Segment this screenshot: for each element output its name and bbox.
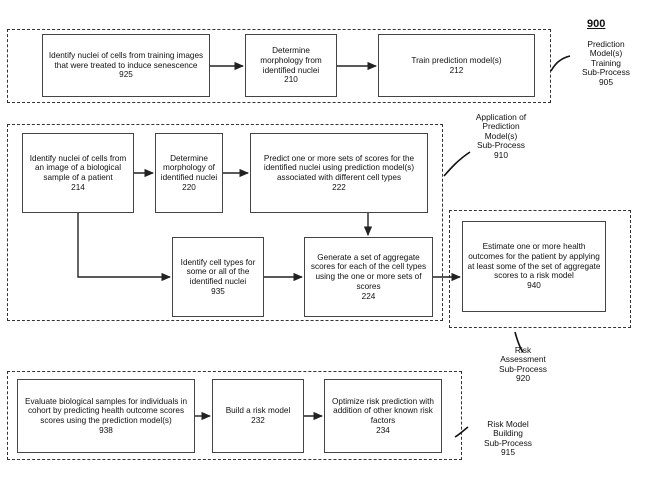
group-risk-assessment [449, 210, 631, 328]
node-222-ref: 222 [332, 182, 346, 192]
group-risk-model-building [7, 371, 462, 460]
node-212-text: Train prediction model(s) [411, 55, 502, 65]
callout-prediction-model-training: Prediction Model(s) Training Sub-Process… [582, 39, 630, 87]
node-935-ref: 935 [211, 286, 225, 296]
node-224[interactable]: Generate a set of aggregate scores for e… [304, 237, 433, 317]
callout-risk-assessment: Risk Assessment Sub-Process 920 [499, 345, 547, 384]
figure-number: 900 [587, 18, 606, 30]
node-214[interactable]: Identify nuclei of cells from an image o… [22, 133, 134, 213]
node-222[interactable]: Predict one or more sets of scores for t… [250, 133, 428, 213]
node-938-ref: 938 [99, 425, 113, 435]
node-220[interactable]: Determine morphology of identified nucle… [155, 133, 223, 213]
node-940-ref: 940 [527, 281, 541, 290]
node-212-ref: 212 [449, 65, 464, 75]
node-210-ref: 210 [284, 75, 298, 85]
node-940-text: Estimate one or more health outcomes for… [467, 242, 601, 281]
node-925-text: Identify nuclei of cells from training i… [48, 50, 204, 70]
node-935-text: Identify cell types for some or all of t… [180, 257, 256, 286]
node-212[interactable]: Train prediction model(s) 212 [378, 34, 535, 97]
node-232-text: Build a risk model [225, 406, 291, 416]
node-210[interactable]: Determine morphology from identified nuc… [245, 34, 337, 97]
node-232-ref: 232 [251, 416, 265, 425]
callout-risk-model-building: Risk Model Building Sub-Process 915 [484, 419, 532, 458]
node-234[interactable]: Optimize risk prediction with addition o… [324, 379, 442, 453]
node-234-ref: 234 [376, 425, 390, 435]
node-925-ref: 925 [119, 70, 133, 80]
node-938[interactable]: Evaluate biological samples for individu… [17, 379, 195, 453]
node-940[interactable]: Estimate one or more health outcomes for… [462, 221, 606, 312]
node-210-text: Determine morphology from identified nuc… [260, 46, 322, 75]
node-232[interactable]: Build a risk model 232 [212, 379, 304, 453]
node-224-ref: 224 [361, 291, 376, 301]
node-214-text: Identify nuclei of cells from an image o… [29, 153, 127, 182]
group-application-of-prediction-model [7, 124, 443, 321]
node-224-text: Generate a set of aggregate scores for e… [310, 252, 427, 291]
node-234-text: Optimize risk prediction with addition o… [332, 396, 434, 425]
node-925[interactable]: Identify nuclei of cells from training i… [42, 34, 210, 97]
callout-application-of-prediction-model: Application of Prediction Model(s) Sub-P… [475, 112, 527, 160]
node-214-ref: 214 [71, 182, 85, 192]
node-935[interactable]: Identify cell types for some or all of t… [172, 237, 264, 317]
node-220-text: Determine morphology of identified nucle… [160, 153, 218, 182]
node-220-ref: 220 [182, 182, 196, 192]
node-938-text: Evaluate biological samples for individu… [24, 396, 188, 425]
node-222-text: Predict one or more sets of scores for t… [263, 153, 415, 182]
